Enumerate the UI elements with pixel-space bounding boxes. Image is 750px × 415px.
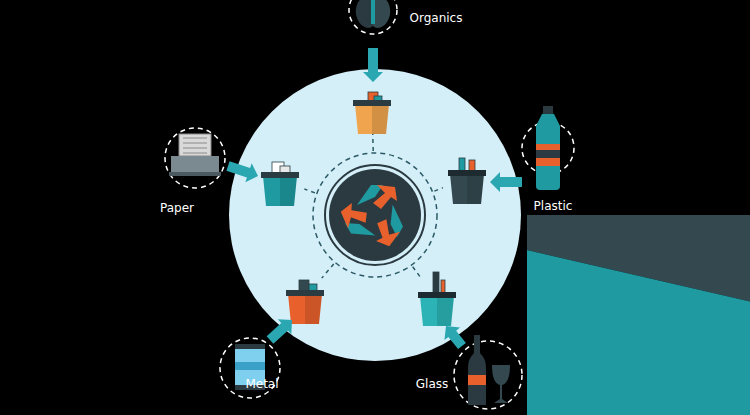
bin-shade	[280, 176, 297, 206]
bin-body	[450, 174, 484, 204]
bottle-cap	[543, 106, 553, 114]
dashed-spoke	[413, 267, 422, 279]
category-label: Metal	[245, 377, 278, 392]
bin-shade	[467, 174, 484, 204]
can-top	[235, 344, 265, 349]
bin-body	[420, 296, 454, 326]
block-arrow	[438, 320, 470, 352]
block-arrow-shape	[225, 157, 261, 186]
wine-glass	[492, 365, 510, 403]
category-label-node: Plastic	[530, 197, 577, 216]
icon-dashed-ring	[349, 0, 397, 34]
category-label: Plastic	[534, 199, 573, 214]
block-arrow	[263, 313, 298, 348]
icon-dashed-ring	[165, 128, 225, 188]
paper-sheet	[179, 134, 211, 156]
recycle-arrow-head	[369, 216, 402, 249]
dashed-spoke	[434, 188, 442, 191]
block-arrow-shape	[438, 320, 470, 352]
bin-shade	[305, 294, 322, 324]
bottle-label	[536, 144, 560, 166]
center-disc	[229, 69, 521, 361]
paper-line	[183, 138, 207, 139]
wine-label	[468, 375, 486, 385]
bin-body	[263, 176, 297, 206]
block-arrow-shape	[490, 172, 522, 192]
bin-rim	[448, 170, 486, 176]
paper-line	[183, 148, 207, 149]
block-arrow-shape	[263, 313, 298, 348]
bin-rim	[418, 292, 456, 298]
category-label-node: Glass	[412, 375, 453, 394]
can-stripe	[235, 362, 265, 370]
bin-rim	[261, 172, 299, 178]
block-arrow	[225, 157, 261, 186]
recycle-arrow	[369, 202, 410, 249]
category-label: Paper	[160, 201, 194, 216]
block-arrow-shape	[363, 48, 383, 82]
recycle-arrow-head	[338, 199, 371, 232]
recycle-arrow-head	[373, 185, 397, 209]
recycling-bin	[261, 162, 299, 206]
bin-body	[288, 294, 322, 324]
dashed-spoke	[322, 264, 334, 278]
apple-core	[371, 0, 375, 24]
recycling-bin	[286, 280, 324, 324]
apple-left	[356, 0, 373, 28]
recycle-symbol	[338, 185, 410, 249]
icon-dashed-ring	[454, 341, 522, 409]
recycling-bin	[418, 272, 456, 326]
category-label: Organics	[410, 11, 463, 26]
bin-rim	[286, 290, 324, 296]
bottle-band	[536, 150, 560, 158]
recycle-disc	[329, 169, 421, 261]
sector-wedge	[527, 215, 750, 415]
dashed-spoke	[372, 134, 374, 151]
apple-right	[373, 0, 390, 28]
paper-line	[183, 153, 207, 154]
wine-bottle	[468, 335, 486, 405]
recycle-arrow	[357, 185, 397, 209]
category-label: Glass	[416, 377, 449, 392]
plastic-bottle-icon	[536, 106, 560, 190]
recycle-arrow	[338, 199, 379, 246]
background-sectors	[527, 215, 750, 415]
dashed-ring	[313, 153, 437, 277]
bin-rim	[353, 100, 391, 106]
block-arrow	[363, 48, 383, 82]
dashed-spoke	[304, 189, 315, 193]
recycle-ring	[325, 165, 425, 265]
bin-shade	[437, 296, 454, 326]
paper-icon	[169, 134, 221, 176]
recycling-bin	[448, 158, 486, 204]
bottle-body	[536, 114, 560, 190]
shredder-base	[169, 172, 221, 176]
category-label-node: Metal	[241, 375, 282, 394]
paper-line	[183, 143, 207, 144]
shredder-body	[171, 156, 219, 172]
bin-shade	[372, 104, 389, 134]
apple-icon	[356, 0, 390, 28]
category-label-node: Organics	[406, 9, 467, 28]
recycling-bin	[353, 92, 391, 134]
category-label-node: Paper	[156, 199, 198, 218]
block-arrow	[490, 172, 522, 192]
icon-dashed-ring	[220, 338, 280, 398]
glass-icon	[468, 335, 510, 405]
bin-body	[355, 104, 389, 134]
